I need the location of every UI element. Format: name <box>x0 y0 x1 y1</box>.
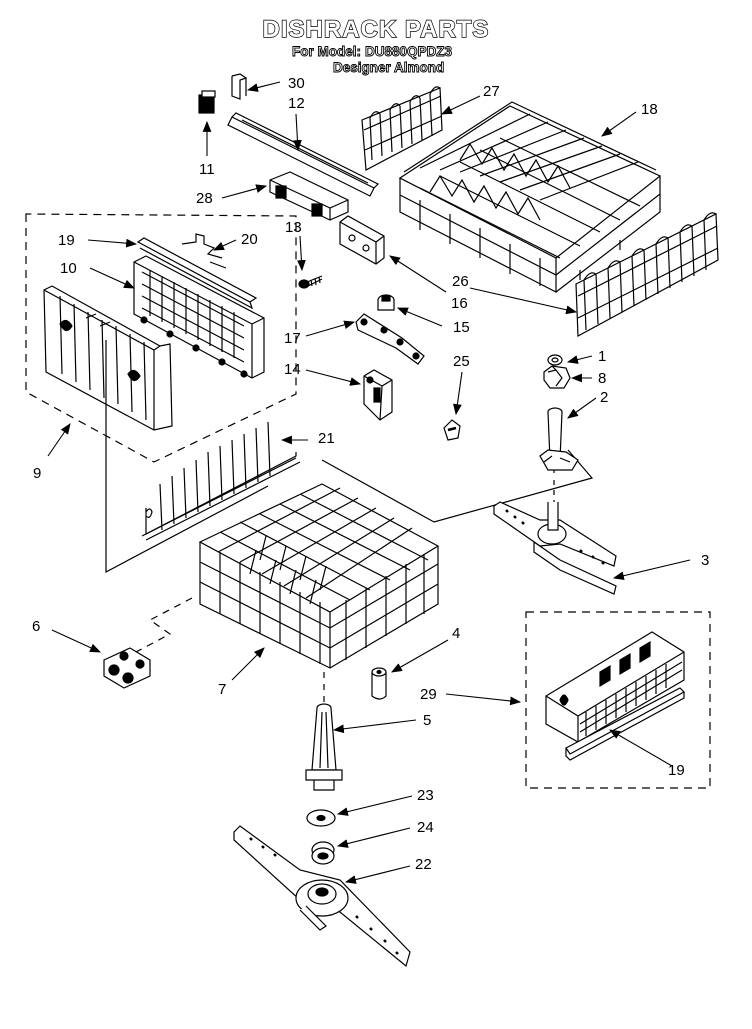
part-5-lower-spray-tube <box>305 703 343 791</box>
part-13-screw <box>298 275 323 289</box>
callout-15: 15 <box>453 319 470 336</box>
part-25-clip <box>443 419 461 441</box>
callout-24: 24 <box>417 819 434 836</box>
callout-8: 8 <box>598 370 606 387</box>
part-10-grid <box>133 255 265 379</box>
model-line: For Model:DU880QPDZ3 <box>292 44 453 60</box>
part-15-knob <box>377 294 395 311</box>
callout-30: 30 <box>288 75 305 92</box>
callout-4: 4 <box>452 625 460 642</box>
part-16-stop-plate <box>339 215 385 265</box>
part-11-end-cap <box>198 90 216 114</box>
callout-26: 26 <box>452 273 469 290</box>
callout-1: 1 <box>598 348 606 365</box>
part-1-washer <box>547 354 563 366</box>
part-7-lower-rack <box>198 483 440 669</box>
callout-16: 16 <box>451 295 468 312</box>
model-number: DU880QPDZ3 <box>365 44 453 60</box>
part-22-lower-spray-arm <box>233 825 411 968</box>
part-3-upper-spray-arm <box>493 501 617 595</box>
part-28-bracket <box>269 171 349 221</box>
part-19-strip-lower <box>565 687 685 761</box>
callout-25: 25 <box>453 353 470 370</box>
callout-9: 9 <box>33 465 41 482</box>
part-4-pin <box>371 667 387 700</box>
callout-2: 2 <box>600 389 608 406</box>
callout-17: 17 <box>284 330 301 347</box>
part-26-tine-row <box>575 212 719 337</box>
callout-12: 12 <box>288 95 305 112</box>
part-29-dashed-box <box>525 611 711 789</box>
callout-14: 14 <box>284 361 301 378</box>
callout-21: 21 <box>318 430 335 447</box>
part-17-adjuster-arm <box>355 313 425 365</box>
callout-23: 23 <box>417 787 434 804</box>
model-prefix: For Model: <box>292 44 362 60</box>
part-12-rail <box>227 112 380 197</box>
callout-6: 6 <box>32 618 40 635</box>
part-9-basket <box>43 285 173 431</box>
callout-19-top: 19 <box>58 232 75 249</box>
part-24-bearing <box>311 841 335 865</box>
callout-29: 29 <box>420 686 437 703</box>
part-27-tine-row <box>361 86 443 171</box>
part-14-adjuster-body <box>363 369 393 421</box>
callout-5: 5 <box>423 712 431 729</box>
callout-18: 18 <box>641 101 658 118</box>
color-name: Designer Almond <box>333 60 445 76</box>
callout-10: 10 <box>60 260 77 277</box>
part-20-clip <box>181 233 227 269</box>
part-21-tine-row <box>141 421 301 541</box>
callout-7: 7 <box>218 681 226 698</box>
part-8-nut <box>543 365 571 389</box>
page-title: DISHRACK PARTS <box>262 15 490 43</box>
callout-13: 13 <box>285 219 302 236</box>
callout-11: 11 <box>199 161 215 178</box>
callout-20: 20 <box>241 231 258 248</box>
callout-22: 22 <box>415 856 432 873</box>
part-19-strip-upper <box>136 237 258 310</box>
part-23-washer <box>306 809 336 827</box>
part-18-upper-rack <box>398 101 662 293</box>
callout-3: 3 <box>701 552 709 569</box>
part-6-wheel-bracket <box>103 647 151 689</box>
part-30-clip <box>231 73 247 100</box>
callout-19-bottom: 19 <box>668 762 685 779</box>
callout-27: 27 <box>483 83 500 100</box>
part-9-dashed-box <box>25 213 297 463</box>
part-29-silverware-basket <box>545 631 685 743</box>
part-2-spray-tube <box>539 407 579 471</box>
callout-28: 28 <box>196 190 213 207</box>
